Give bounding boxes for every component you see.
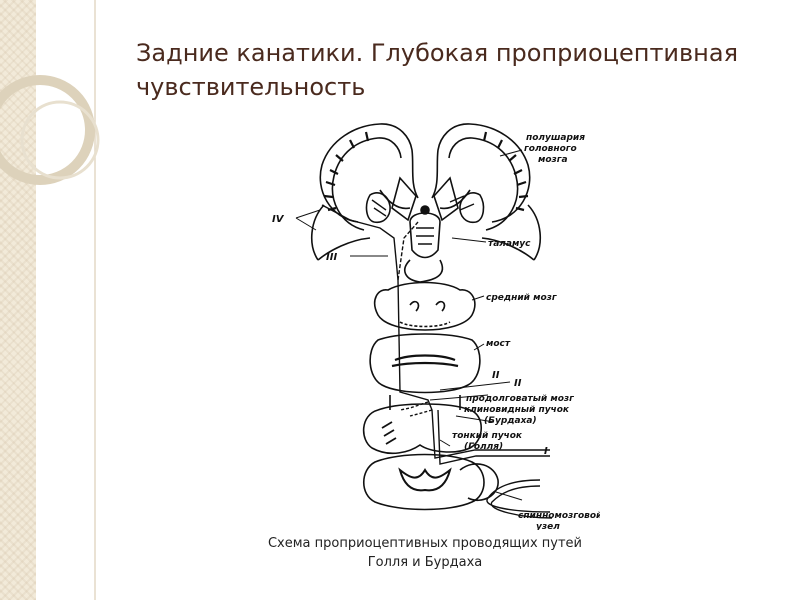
label-thalamus: таламус [488,239,531,249]
label-medulla: продолговатый мозг [466,394,574,404]
numeral-ii-b: II [514,378,522,389]
label-hemispheres-3: мозга [538,155,568,165]
caption-line-1: Схема проприоцептивных проводящих путей [267,536,582,551]
label-cuneate-1: клиновидный пучок [464,405,570,415]
proprioceptive-pathway [321,204,553,519]
label-gracile-2: (Голля) [464,442,503,452]
brainstem [362,259,483,455]
label-hemispheres-1: полушария [526,133,585,143]
label-pons: мост [486,339,511,349]
slide-title: Задние канатики. Глубокая проприоцептивн… [136,39,739,101]
label-ganglion-2: узел [536,522,560,530]
decorative-ring-small [20,100,100,180]
label-hemispheres-2: головного [524,144,577,154]
diagram-caption: Схема проприоцептивных проводящих путей … [240,534,610,572]
numeral-i: I [544,446,548,457]
spinal-ganglion [459,463,499,502]
decorative-ring-large [0,75,95,185]
label-gracile-1: тонкий пучок [452,431,523,441]
thalamus-structure [365,176,485,259]
proprioceptive-pathways-diagram: полушария головного мозга таламус средни… [272,123,600,530]
numeral-iii: III [326,252,337,263]
label-midbrain: средний мозг [486,293,557,303]
spinal-cord-section [362,453,485,511]
numeral-ii-a: II [492,370,500,381]
label-cuneate-2: (Бурдаха) [484,416,537,426]
caption-line-2: Голля и Бурдаха [367,555,483,570]
label-ganglion-1: спинномозговой [518,511,600,521]
numeral-iv: IV [272,214,285,225]
